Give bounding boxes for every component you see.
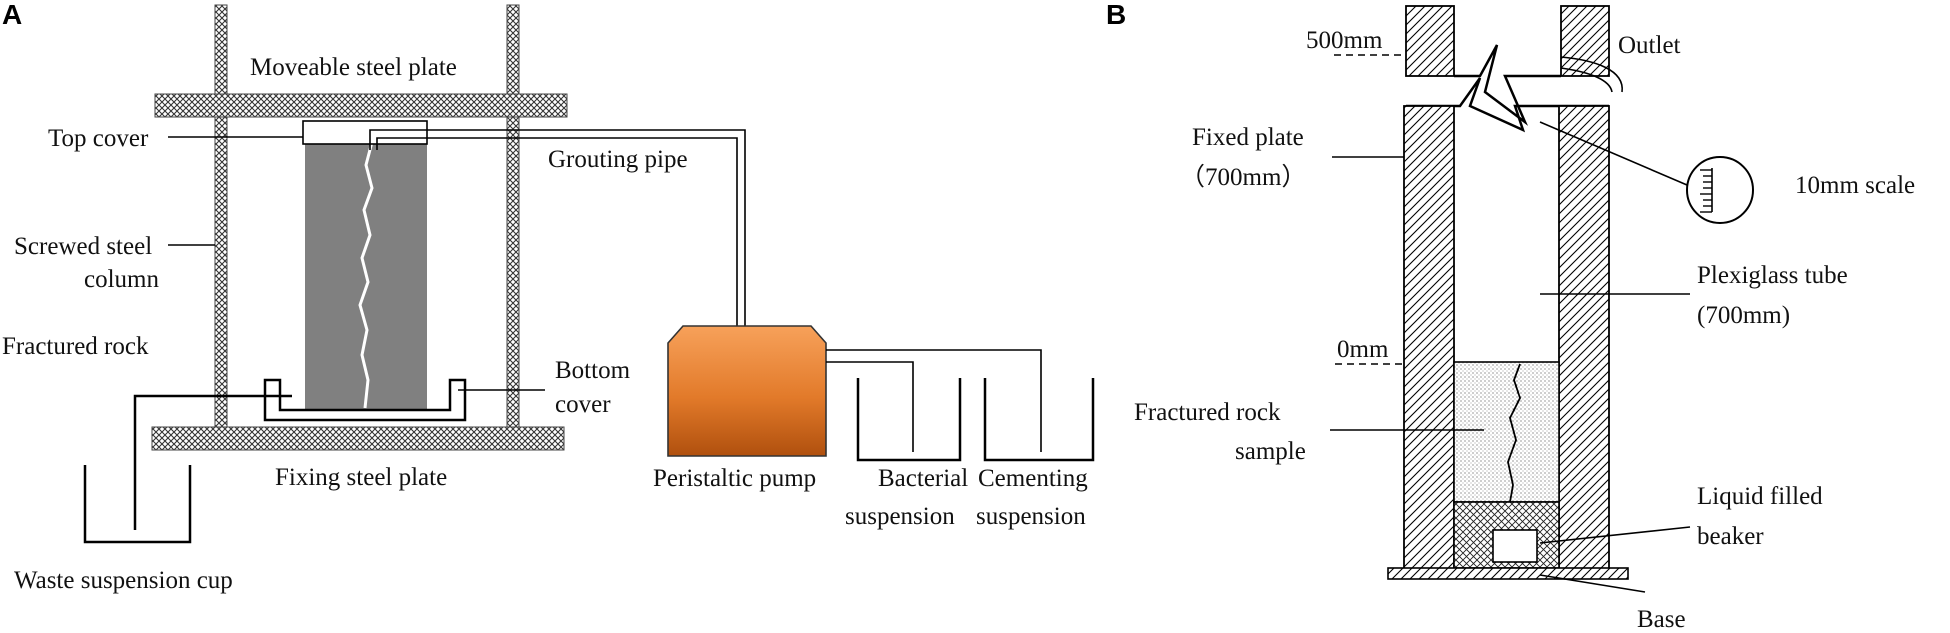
mark-0-label: 0mm (1337, 336, 1389, 363)
fixed-plate-right (1558, 105, 1610, 571)
bottom-cover-label-line1: Bottom (555, 357, 631, 384)
right-screwed-column (506, 4, 520, 428)
fixed-plate-label-line1: Fixed plate (1192, 124, 1304, 151)
bacterial-label-line2: suspension (845, 503, 955, 530)
fixing-steel-plate (151, 426, 565, 451)
cementing-label-line2: suspension (976, 503, 1086, 530)
liquid-filled-beaker (1492, 529, 1538, 563)
waste-suspension-cup (83, 465, 192, 544)
top-cover-label: Top cover (48, 125, 149, 152)
moveable-steel-plate (154, 93, 568, 118)
screwed-column-label-line2: column (84, 266, 159, 293)
tube-label-line2: (700mm) (1697, 302, 1790, 329)
fractured-rock-sample (1453, 361, 1560, 503)
panel-a: A Moveable steel plate Fixing steel plat… (2, 0, 1095, 594)
panel-b: B Outlet 500mm Fixed plate （700mm） (1106, 0, 1915, 633)
fixed-plate-label-line2: （700mm） (1180, 163, 1306, 191)
base-label: Base (1637, 606, 1686, 633)
beaker-leader (1539, 526, 1691, 544)
grouting-pipe-outer (369, 129, 746, 328)
scale-magnifier-icon (1686, 156, 1754, 224)
waste-cup-label: Waste suspension cup (14, 567, 233, 594)
top-cover (302, 120, 428, 145)
moveable-plate-label: Moveable steel plate (250, 54, 457, 81)
rock-fracture (358, 141, 374, 409)
bottom-cover-label-line2: cover (555, 391, 611, 418)
grouting-pipe-label: Grouting pipe (548, 146, 688, 173)
cementing-feed-pipe (826, 349, 1042, 452)
mark-500-label: 500mm (1306, 27, 1383, 54)
panel-a-letter: A (2, 0, 22, 30)
scale-ticks (1700, 168, 1713, 213)
tube-break-upper (1454, 44, 1561, 126)
fixed-plate-left (1403, 105, 1455, 571)
left-screwed-column (214, 4, 228, 428)
top-left-plate-segment (1405, 5, 1455, 77)
panel-b-letter: B (1106, 0, 1126, 30)
bacterial-suspension-cup (856, 378, 962, 462)
outlet-pipe-b (1560, 56, 1623, 93)
tube-label-line1: Plexiglass tube (1697, 262, 1848, 289)
fixing-plate-label: Fixing steel plate (275, 464, 447, 491)
screwed-column-label-line1: Screwed steel (14, 233, 152, 260)
scale-label: 10mm scale (1795, 172, 1915, 199)
beaker-label-line2: beaker (1697, 523, 1764, 550)
top-right-plate-segment (1560, 5, 1610, 77)
tube-break-lower (1406, 77, 1609, 133)
base-plate (1387, 567, 1629, 580)
bacterial-feed-pipe (826, 361, 914, 452)
sample-fracture (1507, 363, 1521, 503)
outlet-pipe (133, 394, 292, 530)
beaker-label-line1: Liquid filled (1697, 483, 1823, 510)
sample-label-line1: Fractured rock (1134, 399, 1281, 426)
sample-label-line2: sample (1235, 438, 1306, 465)
cementing-label-line1: Cementing (978, 465, 1088, 492)
peristaltic-pump (667, 325, 827, 457)
bacterial-label-line1: Bacterial (878, 465, 968, 492)
bottom-cover (263, 378, 467, 422)
base-leader (1539, 574, 1646, 593)
cementing-suspension-cup (983, 378, 1095, 462)
pump-label: Peristaltic pump (653, 465, 816, 492)
grouting-pipe-inner (376, 137, 738, 328)
scale-leader (1539, 121, 1688, 186)
outlet-label: Outlet (1618, 32, 1681, 59)
fractured-rock-label: Fractured rock (2, 333, 149, 360)
